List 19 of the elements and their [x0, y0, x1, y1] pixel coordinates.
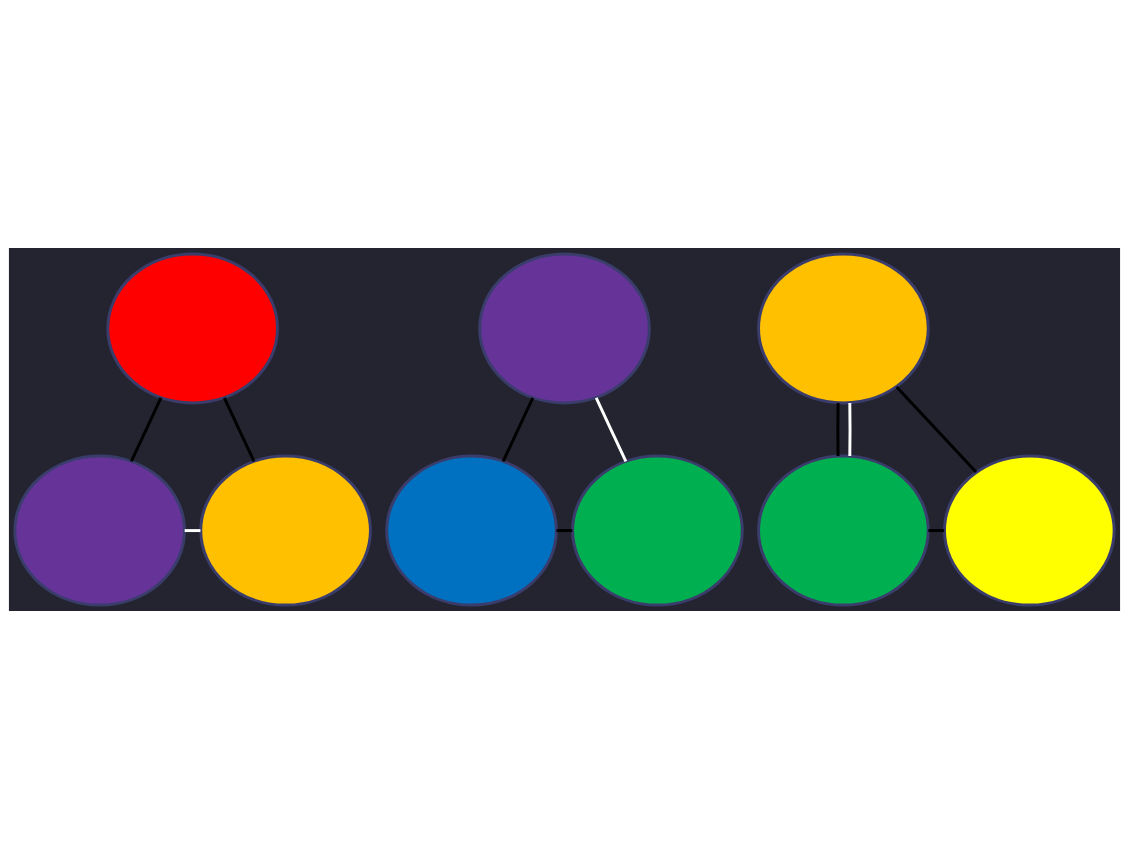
connector — [928, 529, 945, 533]
connector — [129, 397, 163, 463]
connector — [594, 397, 628, 463]
connector — [501, 397, 535, 463]
connector — [556, 529, 573, 533]
node-circle — [106, 252, 279, 405]
connector — [184, 529, 201, 533]
node-circle — [385, 454, 558, 607]
connector — [895, 386, 978, 473]
node-circle — [199, 454, 372, 607]
connector — [836, 402, 840, 457]
node-circle — [478, 252, 651, 405]
node-circle — [757, 454, 930, 607]
node-circle — [943, 454, 1116, 607]
connector — [223, 397, 256, 463]
connector — [848, 402, 852, 457]
node-circle — [757, 252, 930, 405]
node-circle — [571, 454, 744, 607]
node-circle — [13, 454, 186, 607]
